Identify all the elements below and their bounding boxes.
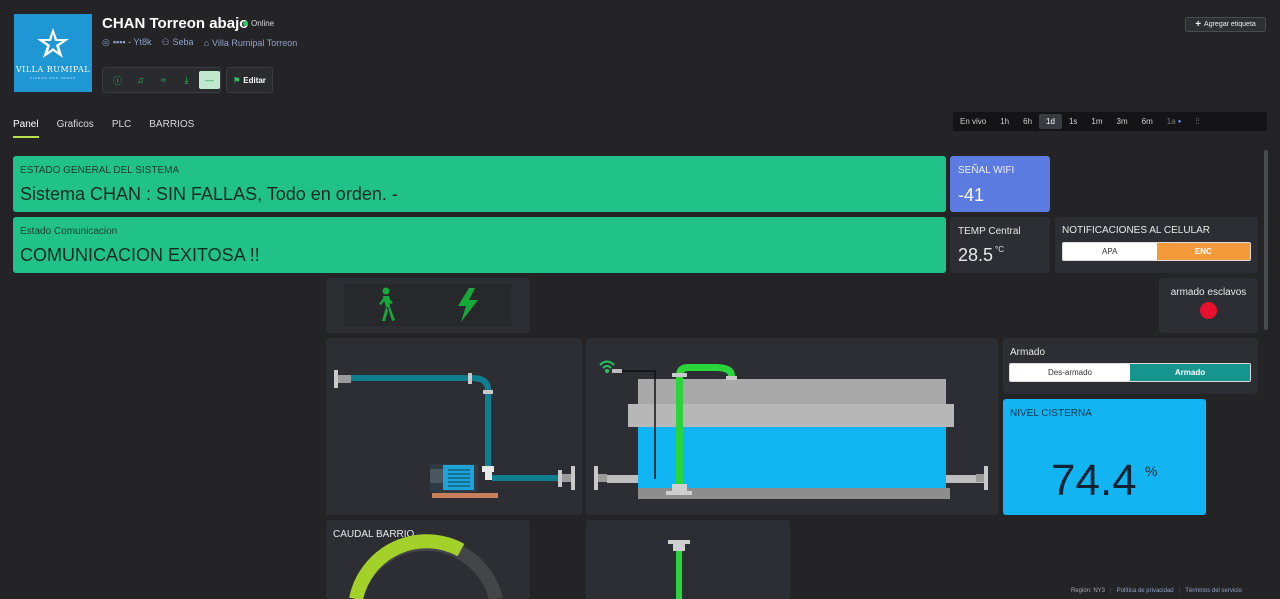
temp-title: TEMP Central <box>958 226 1021 237</box>
device-logo: VILLA RUMIPAL CIUDAD MAS FRENO <box>14 14 92 92</box>
range-1h[interactable]: 1h <box>1000 117 1010 126</box>
wifi-antenna-icon <box>599 360 615 373</box>
pipe-diagram-card <box>586 520 790 599</box>
tank-level-card: NIVEL CISTERNA 74.4 % <box>1003 399 1206 515</box>
flow-gauge <box>349 534 503 599</box>
range-6m[interactable]: 6m <box>1141 117 1153 126</box>
notifications-on-option[interactable]: ENC <box>1156 243 1250 260</box>
flag-icon: ⚑ <box>233 75 241 85</box>
lightning-icon <box>458 288 479 322</box>
tank-diagram-card <box>586 338 998 515</box>
star-icon <box>37 27 69 58</box>
wifi-card: SEÑAL WIFI -41 <box>950 156 1050 212</box>
armado-off-option[interactable]: Des-armado <box>1010 364 1130 381</box>
notifications-off-option[interactable]: APA <box>1063 243 1157 260</box>
system-status-card: ESTADO GENERAL DEL SISTEMA Sistema CHAN … <box>13 156 946 212</box>
tab-graficos[interactable]: Graficos <box>56 119 94 130</box>
device-title: CHAN Torreon abajo <box>102 15 249 32</box>
slaves-title: armado esclavos <box>1170 287 1247 298</box>
share-icon[interactable]: ≈ <box>161 75 166 85</box>
download-icon[interactable]: ⤓ <box>184 74 189 85</box>
online-dot-icon <box>243 21 248 26</box>
tab-plc[interactable]: PLC <box>111 119 132 130</box>
range-1a[interactable]: 1a● <box>1166 117 1182 126</box>
page-scrollbar[interactable] <box>1264 150 1268 330</box>
minus-icon[interactable]: — <box>199 71 220 89</box>
system-status-title: ESTADO GENERAL DEL SISTEMA <box>20 165 180 176</box>
range-live[interactable]: En vivo <box>960 117 987 126</box>
info-icon[interactable]: ⓘ <box>112 75 122 86</box>
premium-dot-icon: ● <box>1177 118 1182 125</box>
wifi-title: SEÑAL WIFI <box>958 165 1015 176</box>
tab-barrios[interactable]: BARRIOS <box>149 119 195 130</box>
pipe-diagram <box>668 540 690 599</box>
tank-level-title: NIVEL CISTERNA <box>1010 408 1092 419</box>
settings-sliders-icon[interactable]: ⫶⫶ <box>1195 116 1200 126</box>
bell-icon[interactable]: ♫ <box>137 75 144 85</box>
terms-link[interactable]: Términos del servicio <box>1185 588 1242 594</box>
pump-diagram-card <box>326 338 582 515</box>
system-status-message: Sistema CHAN : SIN FALLAS, Todo en orden… <box>20 184 398 204</box>
slaves-indicator-dot <box>1200 302 1217 319</box>
pump-diagram <box>334 370 575 498</box>
comm-status-message: COMUNICACION EXITOSA !! <box>20 245 260 265</box>
armado-on-option[interactable]: Armado <box>1130 364 1250 381</box>
user-icon: ⚇ <box>161 37 170 47</box>
plus-icon: + <box>1195 19 1202 30</box>
online-status: Online <box>243 19 274 28</box>
device-user[interactable]: ⚇Seba <box>161 37 194 47</box>
notifications-card: NOTIFICACIONES AL CELULAR APA ENC <box>1055 217 1258 273</box>
notifications-title: NOTIFICACIONES AL CELULAR <box>1062 225 1210 236</box>
logo-tagline: CIUDAD MAS FRENO <box>29 75 77 80</box>
device-toolbar: ⓘ ♫ ≈ ⤓ — <box>102 67 221 93</box>
online-label: Online <box>251 19 275 28</box>
notifications-toggle: APA ENC <box>1062 242 1251 261</box>
indicators-inner <box>344 284 511 326</box>
footer-separator: | <box>1110 588 1112 594</box>
footer: Región: NY3 | Política de privacidad | T… <box>1071 588 1242 594</box>
comm-status-title: Estado Comunicacion <box>20 226 118 237</box>
flow-gauge-card: CAUDAL BARRIO <box>326 520 530 599</box>
add-tag-button[interactable]: + Agregar etiqueta <box>1185 17 1266 32</box>
range-1d[interactable]: 1d <box>1039 114 1062 129</box>
wifi-value: -41 <box>958 185 985 205</box>
flow-gauge-title: CAUDAL BARRIO <box>333 529 415 540</box>
armado-toggle: Des-armado Armado <box>1009 363 1251 382</box>
temp-unit: °C <box>995 245 1005 254</box>
tank-level-value: 74.4 <box>1051 456 1137 505</box>
edit-button[interactable]: ⚑ Editar <box>226 67 273 93</box>
footer-region: Región: NY3 <box>1071 588 1106 594</box>
range-6h[interactable]: 6h <box>1023 117 1033 126</box>
range-1s[interactable]: 1s <box>1068 117 1078 126</box>
temp-value-wrap: 28.5°C <box>958 245 1004 266</box>
indicators-card <box>326 278 530 333</box>
slaves-card: armado esclavos <box>1159 278 1258 333</box>
temp-value: 28.5 <box>958 245 994 265</box>
armado-title: Armado <box>1010 347 1046 358</box>
tank-level-unit: % <box>1145 463 1158 479</box>
chip-icon: ◎ <box>102 37 110 47</box>
building-icon: ⌂ <box>203 37 210 48</box>
range-3m[interactable]: 3m <box>1116 117 1128 126</box>
device-meta: ◎▪▪▪▪ - Yt8k ⚇Seba ⌂Villa Rumipal Torreo… <box>102 37 297 48</box>
temp-card: TEMP Central 28.5°C <box>950 217 1050 273</box>
walking-person-icon <box>378 287 395 321</box>
armado-card: Armado Des-armado Armado <box>1003 338 1258 394</box>
device-id[interactable]: ◎▪▪▪▪ - Yt8k <box>102 37 152 47</box>
dashboard-tabs: Panel Graficos PLC BARRIOS <box>13 119 212 138</box>
privacy-link[interactable]: Política de privacidad <box>1116 588 1174 594</box>
device-location[interactable]: ⌂Villa Rumipal Torreon <box>203 37 298 48</box>
footer-separator: | <box>1178 588 1181 594</box>
tank-diagram <box>594 360 988 499</box>
range-1m[interactable]: 1m <box>1091 117 1103 126</box>
logo-text: VILLA RUMIPAL <box>15 64 91 74</box>
time-range-selector: En vivo 1h 6h 1d 1s 1m 3m 6m 1a● ⫶⫶ <box>953 112 1267 131</box>
tab-panel[interactable]: Panel <box>13 119 39 138</box>
comm-status-card: Estado Comunicacion COMUNICACION EXITOSA… <box>13 217 946 273</box>
